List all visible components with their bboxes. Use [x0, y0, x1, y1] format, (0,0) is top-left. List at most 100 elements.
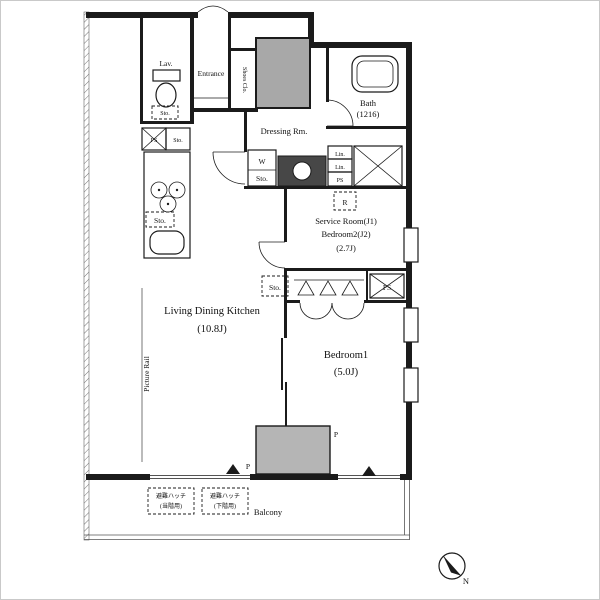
label-hatch2-name: 避難ハッチ: [210, 492, 240, 500]
label-closet-sto: Sto.: [269, 283, 281, 292]
partition-closet-ps: [366, 271, 368, 301]
label-kitchen-sto: Sto.: [173, 138, 183, 144]
closet-ps-box: [369, 273, 405, 299]
burner-2: [168, 181, 186, 199]
partition-lav-bottom: [140, 121, 194, 124]
stove-storage-box: [145, 211, 175, 228]
closet: [294, 279, 365, 320]
label-bedroom1-size: (5.0J): [334, 367, 359, 378]
partition-lav-left: [140, 18, 143, 124]
label-hatch1-name: 避難ハッチ: [156, 492, 186, 500]
label-pillar-1: P: [246, 462, 250, 471]
duct-box: [353, 145, 403, 187]
left-boundary-hatch: [83, 11, 90, 541]
duct-outline: [353, 145, 403, 187]
label-entrance: Entrance: [198, 69, 225, 78]
closet-hanger-icon-1: [297, 280, 315, 296]
sliding-door-panel-b: [285, 382, 287, 426]
label-lav: Lav.: [159, 59, 172, 68]
ldk-storage-box: [261, 275, 289, 297]
wall-step: [308, 12, 314, 48]
kitchen-sto-box: [165, 127, 191, 151]
toilet-bowl: [155, 82, 177, 108]
balcony-access-triangle-icon-2: [362, 466, 376, 476]
label-ldk-size: (10.8J): [197, 324, 227, 335]
label-bedroom1: Bedroom1: [324, 350, 368, 361]
closet-door-arc-left: [299, 302, 333, 320]
label-washer-sto: Sto.: [256, 174, 268, 183]
balcony-outline: [84, 480, 410, 540]
kitchen-ps-x2: [141, 127, 167, 151]
evacuation-hatch-box-2: [201, 487, 249, 515]
stove-burners-icon: [150, 181, 186, 213]
bath-door-arc: [326, 99, 354, 127]
label-hatch1-note: (当階用): [160, 502, 182, 510]
kitchen-sink-icon: [149, 230, 185, 255]
label-lav-sto: Sto.: [160, 111, 170, 117]
lav-storage-box: [151, 105, 179, 120]
column-area: [255, 425, 331, 475]
partition-bath-bottom: [326, 126, 412, 129]
exterior-box-3: [403, 367, 419, 403]
mid-ps-box: [327, 171, 353, 187]
label-hatch2-note: (下階用): [214, 502, 236, 510]
burner-1-dot: [157, 188, 161, 192]
refrigerator-box: [333, 191, 357, 211]
partition-shoes-top: [228, 48, 258, 51]
wall-bottom-b: [250, 474, 338, 480]
duct-x2: [353, 145, 403, 187]
service-door-arc: [258, 241, 286, 269]
label-north: N: [463, 576, 469, 586]
label-pillar-2: P: [334, 430, 338, 439]
label-service-size: (2.7J): [336, 243, 356, 253]
label-picture-rail: Picture Rail: [142, 356, 151, 392]
label-bath: Bath: [360, 98, 377, 108]
closet-hanger-icon-2: [319, 280, 337, 296]
toilet-tank: [152, 69, 181, 82]
closet-ps-outline: [369, 273, 405, 299]
partition-closet-top: [284, 268, 412, 271]
burner-3-dot: [166, 202, 170, 206]
label-ldk: Living Dining Kitchen: [164, 306, 260, 317]
burner-2-dot: [175, 188, 179, 192]
bath-door-swing: [326, 99, 354, 127]
vanity-basin-icon: [292, 161, 312, 181]
bathtub-inner: [356, 60, 394, 88]
compass-needle-fill: [443, 556, 461, 576]
washer-box: [247, 149, 277, 187]
kitchen-counter: [143, 151, 191, 259]
partition-dressing-left: [244, 108, 247, 152]
closet-hanger-icon-3: [341, 280, 359, 296]
dressing-door-swing: [212, 151, 246, 185]
label-kitchen-ps: PS: [151, 138, 158, 144]
partition-closet-bottom-right: [364, 300, 412, 303]
exterior-box-1: [403, 227, 419, 263]
partition-mid-horizontal: [244, 186, 412, 189]
dressing-door-arc: [212, 151, 246, 185]
closet-ps-x2: [369, 273, 405, 299]
kitchen-fixtures: [141, 127, 191, 259]
label-dressing: Dressing Rm.: [261, 126, 308, 136]
label-closet-ps: PS: [383, 283, 391, 292]
label-shoes-closet: Shoes Clo.: [241, 67, 247, 94]
partition-closet-bottom-left: [284, 300, 300, 303]
exterior-box-2: [403, 307, 419, 343]
burner-1: [150, 181, 168, 199]
partition-entrance-right: [228, 18, 231, 112]
label-washer: W: [258, 157, 266, 166]
partition-service-left-a: [284, 186, 287, 242]
label-stove-sto: Sto.: [154, 216, 166, 225]
label-refrigerator: R: [342, 198, 347, 207]
entrance-door-arc: [197, 5, 229, 13]
label-bath-size: (1216): [357, 109, 380, 119]
label-service-room: Service Room(J1): [315, 216, 377, 226]
wall-bottom-a: [86, 474, 150, 480]
label-balcony: Balcony: [254, 507, 283, 517]
balcony-access-triangle-icon-1: [226, 464, 240, 474]
walls: [86, 12, 412, 480]
north-compass-icon: [438, 552, 466, 580]
wall-top-mid: [228, 12, 314, 18]
label-linen-1: Lin.: [335, 152, 345, 158]
